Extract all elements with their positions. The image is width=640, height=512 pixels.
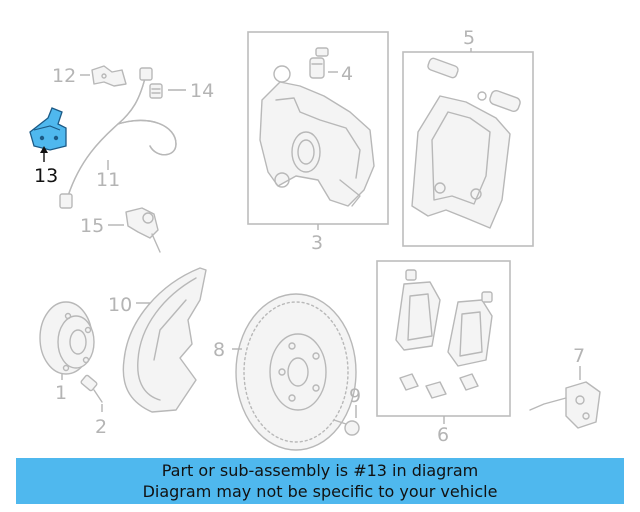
part-13-bracket[interactable] [29, 107, 67, 151]
label-part-3: 3 [311, 232, 323, 254]
label-part-11: 11 [96, 169, 120, 191]
label-part-7: 7 [573, 345, 585, 367]
label-part-15: 15 [80, 215, 104, 237]
part-12-clip [91, 65, 127, 87]
label-part-10: 10 [108, 294, 132, 316]
part-2-bolt [80, 374, 103, 403]
part-8-brake-rotor [235, 293, 357, 451]
label-part-4: 4 [341, 63, 353, 85]
label-part-14: 14 [190, 80, 214, 102]
part-11-brake-hose [59, 67, 177, 209]
box-part-5 [402, 51, 534, 247]
label-part-5: 5 [463, 27, 475, 49]
part-5-caliper-support [411, 57, 521, 229]
banner-line-2: Diagram may not be specific to your vehi… [142, 482, 498, 501]
part-10-dust-shield [122, 267, 207, 413]
part-1-wheel-hub [39, 301, 95, 375]
label-part-6: 6 [437, 424, 449, 446]
label-part-2: 2 [95, 416, 107, 438]
part-15-wheel-speed-sensor [125, 207, 161, 253]
part-3-caliper [259, 65, 375, 207]
part-9-screw [333, 419, 360, 436]
part-6-brake-pads [395, 269, 493, 399]
part-4-bleeder-screw [309, 47, 329, 79]
banner-line-1: Part or sub-assembly is #13 in diagram [161, 461, 479, 480]
label-part-8: 8 [213, 339, 225, 361]
part-13-arrow [40, 146, 48, 153]
label-part-13: 13 [34, 165, 58, 187]
part-7-pad-wear-sensor [529, 381, 601, 429]
label-part-9: 9 [349, 385, 361, 407]
info-banner: Part or sub-assembly is #13 in diagram D… [16, 458, 624, 504]
label-part-12: 12 [52, 65, 76, 87]
label-part-1: 1 [55, 382, 67, 404]
part-14-clip [149, 83, 163, 99]
